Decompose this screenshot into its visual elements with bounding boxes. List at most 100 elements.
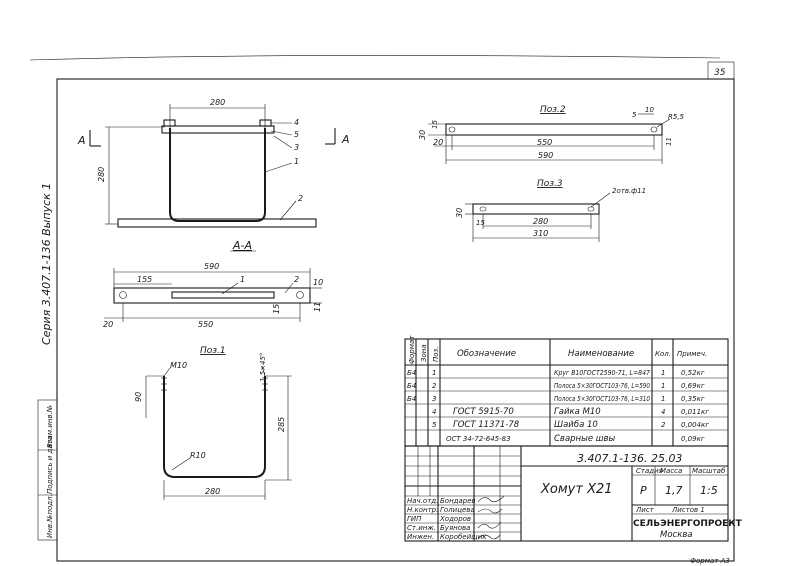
scale-value: 1:5 <box>700 484 718 497</box>
staff-name-2: Голицева <box>440 506 475 514</box>
callout-1: 1 <box>294 157 299 166</box>
aa-dim-offset: 155 <box>137 275 152 284</box>
signature-4 <box>477 534 501 540</box>
row2-qty: 1 <box>661 382 665 390</box>
pos3-dim-30: 30 <box>455 208 464 218</box>
signature-1 <box>477 495 505 503</box>
table-row: Б4 1 Круг В10ГОСТ2590-71, L=847 1 0,52кг <box>407 369 705 377</box>
pos3-dim-280: 280 <box>533 217 548 226</box>
row2-note: 0,69кг <box>681 382 705 390</box>
row5-note: 0,004кг <box>681 421 709 429</box>
row3-name: Полоса 5×30ГОСТ103-76, L=310 <box>554 395 650 403</box>
spec-header-format: Формат <box>408 335 416 364</box>
row2-pos: 2 <box>432 382 437 390</box>
aa-dim-total: 590 <box>204 262 219 271</box>
mass-label: Масса <box>660 467 682 475</box>
staff-role-1: Нач.отд. <box>407 497 438 505</box>
pos2-dim-550: 550 <box>537 138 552 147</box>
pos3-dim-15: 15 <box>476 219 485 227</box>
pos3-view: Поз.3 2отв.ф11 30 15 280 310 <box>455 179 646 242</box>
pos2-title: Поз.2 <box>540 105 566 115</box>
series-label: Серия 3.407.1-136 Выпуск 1 <box>40 183 53 345</box>
staff-role-2: Н.контр. <box>407 506 438 514</box>
row5-pos: 5 <box>432 421 437 429</box>
section-marker-left: А <box>77 134 86 147</box>
pos2-dim-20: 20 <box>433 138 443 147</box>
pos1-dim-top: 90 <box>134 392 143 402</box>
spec-header-name: Наименование <box>568 349 634 359</box>
table-row: Б4 2 Полоса 5×30ГОСТ103-76, L=590 1 0,69… <box>407 382 705 390</box>
spec-header-pos: Поз. <box>432 347 440 363</box>
main-view: 280 280 А А 4 5 3 1 2 <box>77 98 350 228</box>
spec-header-note: Примеч. <box>677 350 707 358</box>
pos1-title: Поз.1 <box>200 346 226 356</box>
sheet-label: Лист <box>635 506 655 514</box>
stamp-replacement: Взам.инв.№ <box>46 405 54 448</box>
spec-header-zone: Зона <box>420 344 428 362</box>
pos2-dim-11: 11 <box>665 137 673 146</box>
pos2-view: Поз.2 30 15 5 10 R5,5 20 550 590 11 <box>418 105 685 164</box>
pos2-dim-590: 590 <box>538 151 553 160</box>
pos2-dim-15: 15 <box>431 120 439 129</box>
pos2-radius: R5,5 <box>668 113 685 121</box>
row6-note: 0,09кг <box>681 435 705 443</box>
pos2-dim-30: 30 <box>418 130 427 140</box>
row6-designation: ОСТ 34-72-645-83 <box>446 435 511 443</box>
row3-pos: 3 <box>432 395 436 403</box>
row5-qty: 2 <box>661 421 666 429</box>
spec-header-designation: Обозначение <box>457 349 516 359</box>
pos3-dim-310: 310 <box>533 229 548 238</box>
aa-dim-s: 11 <box>313 302 322 312</box>
row4-note: 0,011кг <box>681 408 709 416</box>
pos1-view: Поз.1 М10 1,5×45° 90 285 R10 280 <box>134 346 292 500</box>
stamp-signature: Подпись и дата <box>46 436 54 494</box>
scale-label: Масштаб <box>692 467 726 475</box>
pos1-dim-width: 280 <box>205 487 220 496</box>
row4-pos: 4 <box>432 408 436 416</box>
org-name: СЕЛЬЭНЕРГОПРОЕКТ <box>633 519 743 529</box>
pos1-chamfer: 1,5×45° <box>259 353 267 382</box>
spec-header-qty: Кол. <box>655 350 671 358</box>
staff-role-5: Инжен. <box>407 533 434 541</box>
stage-label: Стадия <box>636 467 663 475</box>
pos2-dim-5: 5 <box>632 111 637 119</box>
row5-designation: ГОСТ 11371-78 <box>453 420 520 430</box>
pos2-dim-10: 10 <box>645 106 654 114</box>
callout-3: 3 <box>294 143 299 152</box>
row3-format: Б4 <box>407 395 416 403</box>
row4-designation: ГОСТ 5915-70 <box>453 407 514 417</box>
sheets-label: Листов 1 <box>671 506 705 514</box>
doc-code: 3.407.1-136. 25.03 <box>577 452 682 465</box>
pos1-thread: М10 <box>170 361 187 370</box>
dim-height: 280 <box>97 167 106 182</box>
signature-2 <box>477 508 503 514</box>
callout-5: 5 <box>294 130 299 139</box>
row1-note: 0,52кг <box>681 369 705 377</box>
staff-name-3: Ходоров <box>439 515 471 523</box>
drawing-frame <box>56 78 735 562</box>
row1-qty: 1 <box>661 369 665 377</box>
staff-name-4: Буянова <box>440 524 470 532</box>
staff-name-1: Бондарев <box>440 497 476 505</box>
row5-name: Шайба 10 <box>554 420 598 430</box>
callout-4: 4 <box>294 118 299 127</box>
page-number: 35 <box>714 68 726 78</box>
section-marker-right: А <box>341 133 350 146</box>
row3-qty: 1 <box>661 395 665 403</box>
dim-width: 280 <box>210 98 225 107</box>
callout-2: 2 <box>298 194 303 203</box>
aa-dim-inner: 550 <box>198 320 213 329</box>
signature-3 <box>477 521 502 529</box>
row3-note: 0,35кг <box>681 395 705 403</box>
pos3-title: Поз.3 <box>537 179 563 189</box>
row2-name: Полоса 5×30ГОСТ103-76, L=590 <box>554 382 650 390</box>
staff-role-4: Ст.инж. <box>407 524 436 532</box>
pos1-radius: R10 <box>190 451 206 460</box>
aa-dim-end: 20 <box>103 320 113 329</box>
aa-dim-h: 10 <box>313 278 323 287</box>
row4-qty: 4 <box>661 408 665 416</box>
row4-name: Гайка М10 <box>554 407 601 417</box>
scan-edge-line <box>29 55 721 61</box>
